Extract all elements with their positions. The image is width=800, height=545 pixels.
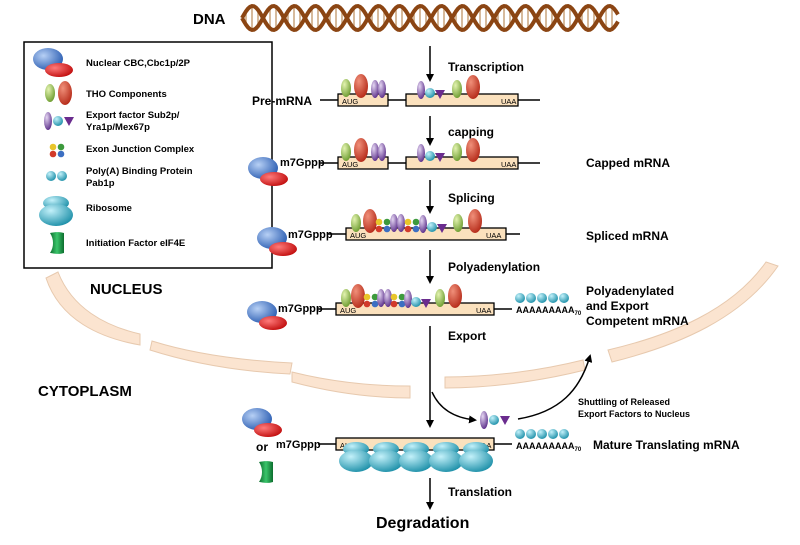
spliced-aug: AUG [350,231,366,240]
step-translation: Translation [448,485,512,499]
capped-mrna-label: Capped mRNA [586,156,670,170]
process-arrows [426,46,593,510]
mature-mrna-label: Mature Translating mRNA [593,438,740,452]
pre-mrna-uaa: UAA [501,97,516,106]
legend-label-ribosome: Ribosome [86,203,132,214]
mature-polya-tail: AAAAAAAAA70 [516,441,582,453]
pab-proteins [515,429,569,439]
mature-mrna-row: or m7Gppp AUG UAA AAAAAAAAA70 Mature Tra… [242,408,740,483]
dna-label: DNA [193,11,226,28]
mature-cap-label: m7Gppp [276,439,321,451]
cbc-complex [242,408,282,437]
nucleus-label: NUCLEUS [90,281,163,298]
mature-or-label: or [256,440,268,454]
legend-label-export-2: Yra1p/Mex67p [86,122,150,133]
legend-frame [23,41,273,269]
step-capping: capping [448,125,494,139]
spliced-uaa: UAA [486,231,501,240]
shuttling-label-2: Export Factors to Nucleus [578,409,690,419]
pre-mrna-aug: AUG [342,97,358,106]
shuttling-label-1: Shuttling of Released [578,397,670,407]
released-export-factors [480,411,510,429]
dna-strand [240,3,620,33]
polyadenylated-label-3: Competent mRNA [586,314,689,328]
pre-mrna-label: Pre-mRNA [252,94,312,108]
capped-mrna-row: m7Gppp AUG UAA Capped mRNA [248,138,670,186]
step-splicing: Splicing [448,191,495,205]
pre-mrna-row: Pre-mRNA AUG UAA [252,74,540,108]
step-export: Export [448,329,486,343]
polya-aug: AUG [340,306,356,315]
polya-tail: AAAAAAAAA70 [516,305,582,317]
step-transcription: Transcription [448,60,524,74]
capped-aug: AUG [342,160,358,169]
eif4e-icon [50,232,64,254]
legend-label-tho: THO Components [86,89,167,100]
step-degradation: Degradation [376,515,469,532]
legend-label-export-1: Export factor Sub2p/ [86,110,180,121]
legend-label-cbc: Nuclear CBC,Cbc1p/2P [86,58,191,69]
cytoplasm-label: CYTOPLASM [38,383,132,400]
capped-cap-label: m7Gppp [280,157,325,169]
eif4e-factor [259,461,273,483]
ribosome-icon [39,196,73,226]
dna-helix [240,3,620,33]
spliced-mrna-row: m7Gppp AUG UAA Spliced mRNA [257,209,669,256]
capped-uaa: UAA [501,160,516,169]
legend-label-eif4e: Initiation Factor eIF4E [86,238,185,249]
legend: Nuclear CBC,Cbc1p/2P THO Components Expo… [23,41,273,269]
polyadenylated-label-2: and Export [586,299,649,313]
polyadenylated-mrna-row: m7Gppp AUG UAA AAAAAAAAA70 Polyadenylate… [247,284,689,330]
spliced-cap-label: m7Gppp [288,229,333,241]
legend-label-pab-1: Poly(A) Binding Protein [86,166,193,177]
polya-uaa: UAA [476,306,491,315]
nuclear-membrane [45,261,779,399]
legend-label-ejc: Exon Junction Complex [86,144,195,155]
pab-proteins [515,293,569,303]
ribosomes [339,442,493,472]
polyadenylated-label-1: Polyadenylated [586,284,674,298]
spliced-mrna-label: Spliced mRNA [586,229,669,243]
legend-label-pab-2: Pab1p [86,178,115,189]
polya-cap-label: m7Gppp [278,303,323,315]
step-polyadenylation: Polyadenylation [448,260,540,274]
